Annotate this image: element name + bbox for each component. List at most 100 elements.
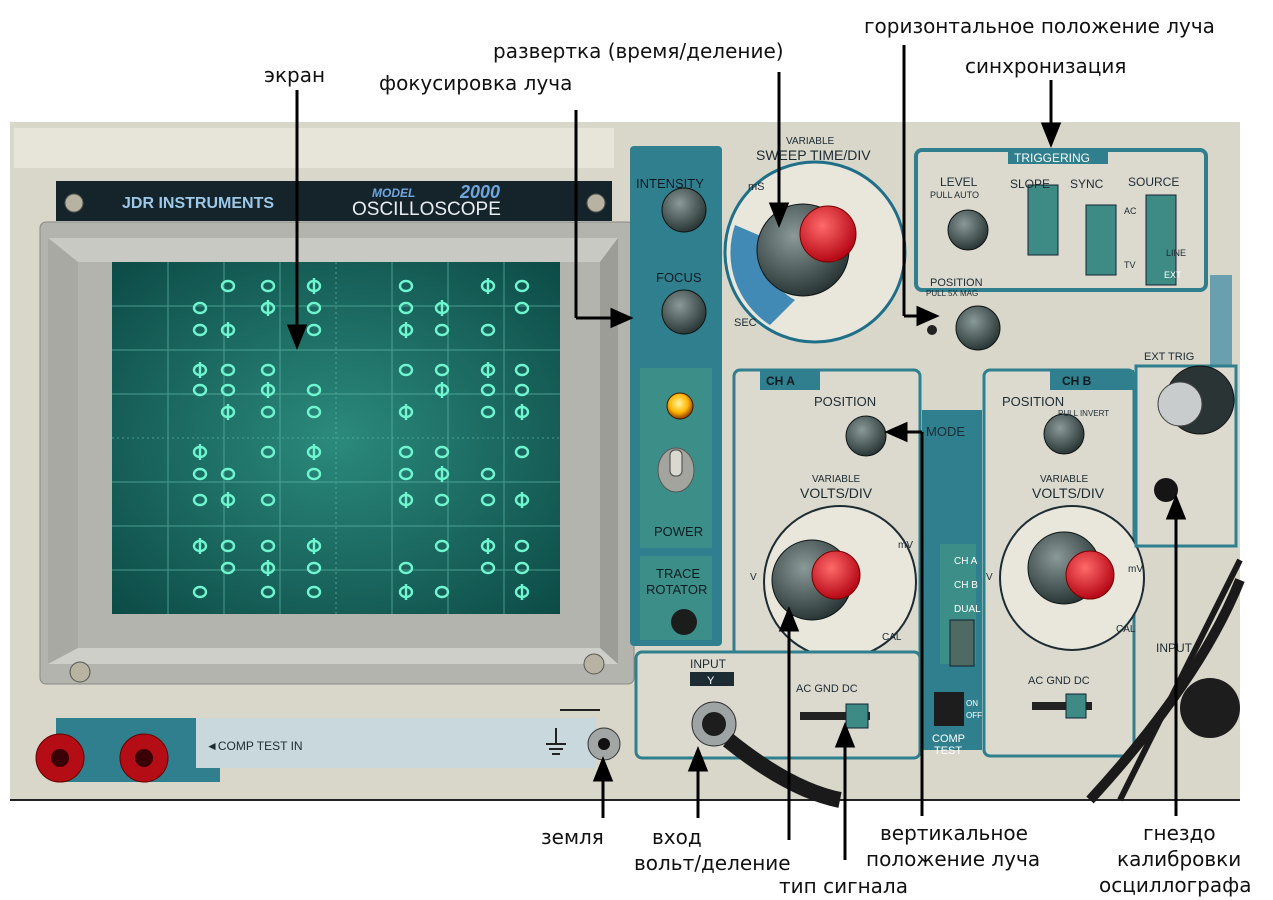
- sync-switch: [1085, 204, 1117, 276]
- power-led: [666, 392, 694, 420]
- trace-mark: [192, 467, 208, 481]
- trace-mark: [220, 467, 236, 481]
- trace-mark: [480, 323, 496, 337]
- trace-mark: [260, 363, 276, 377]
- trace-mark: [480, 493, 496, 507]
- annotation-focus: фокусировка луча: [379, 71, 573, 95]
- slope-switch: [1027, 184, 1059, 256]
- source-ext-label: EXT: [1164, 270, 1182, 280]
- trace-mark: [434, 363, 450, 377]
- trace-mark: [514, 383, 530, 397]
- trace-mark: [398, 561, 414, 575]
- ch-b-input-bnc: [1180, 678, 1240, 738]
- comp-test-in-label: ◄COMP TEST IN: [206, 739, 303, 753]
- trace-mark: [260, 493, 276, 507]
- trace-mark: [398, 301, 414, 315]
- trace-mark: [220, 279, 236, 293]
- comp-test-switch: [934, 692, 964, 726]
- ch-a-variable-label: VARIABLE: [812, 474, 860, 485]
- ch-a-volts-label: VOLTS/DIV: [800, 485, 873, 501]
- annotation-cal-l1: гнездо: [1143, 821, 1216, 845]
- sec-label: SEC: [734, 317, 757, 329]
- trace-mark: [398, 467, 414, 481]
- ch-b-mv-label: mV: [1128, 564, 1143, 575]
- trace-mark: [260, 585, 276, 599]
- annotation-sweep: развертка (время/деление): [493, 39, 784, 63]
- trace-mark: [434, 585, 450, 599]
- ch-a-position-label: POSITION: [814, 394, 876, 409]
- power-label: POWER: [654, 524, 703, 539]
- trace-mark: [434, 493, 450, 507]
- comp-on-label: ON: [966, 699, 978, 708]
- h-position-knob: [955, 305, 1001, 351]
- trace-mark: [398, 445, 414, 459]
- ch-b-coupling-label: AC GND DC: [1028, 675, 1090, 687]
- annotation-input-l1: вход: [652, 825, 702, 849]
- annotation-input-l2: вольт/деление: [634, 851, 791, 875]
- annotation-screen: экран: [264, 63, 326, 87]
- annotation-ground: земля: [541, 825, 604, 849]
- trace-mark: [220, 561, 236, 575]
- annotation-sync: синхронизация: [965, 54, 1127, 78]
- trace-mark: [514, 561, 530, 575]
- mode-cha-label: CH A: [954, 556, 978, 567]
- ch-a-coupling-label: AC GND DC: [796, 683, 858, 695]
- mode-label: MODE: [926, 424, 965, 439]
- trace-mark: [306, 323, 322, 337]
- focus-label: FOCUS: [656, 270, 702, 285]
- trace-mark: [192, 323, 208, 337]
- ch-b-v-label: V: [986, 572, 993, 583]
- h-position-label: POSITION: [930, 277, 983, 289]
- ch-b-label: CH B: [1062, 374, 1092, 388]
- annotation-cal-l3: осциллографа: [1099, 873, 1252, 897]
- annotation-cal-l2: калибровки: [1117, 847, 1242, 871]
- trace-mark: [480, 467, 496, 481]
- ch-a-v-label: V: [750, 572, 757, 583]
- focus-knob: [661, 289, 707, 335]
- input-label: INPUT: [690, 657, 727, 671]
- trace-mark: [398, 279, 414, 293]
- trace-mark: [434, 445, 450, 459]
- comp-test-label-1: COMP: [932, 733, 965, 745]
- trace-mark: [514, 363, 530, 377]
- sync-ac-label: AC: [1124, 206, 1137, 216]
- annotation-h-position: горизонтальное положение луча: [864, 14, 1215, 38]
- screen-traces: [192, 278, 530, 600]
- trace-mark: [480, 561, 496, 575]
- input-panel: [634, 650, 922, 760]
- mode-dual-label: DUAL: [954, 604, 981, 615]
- trace-rotator-label-1: TRACE: [656, 566, 700, 581]
- input-y-label: Y: [707, 675, 715, 687]
- level-label: LEVEL: [940, 175, 978, 189]
- intensity-knob: [661, 187, 707, 233]
- ch-b-cal-label: CAL: [1116, 624, 1136, 635]
- trace-mark: [434, 539, 450, 553]
- ch-a-volts-knob: [811, 550, 861, 600]
- brand-plate: [56, 181, 612, 221]
- triggering-label: TRIGGERING: [1014, 151, 1090, 165]
- ch-b-variable-label: VARIABLE: [1040, 474, 1088, 485]
- trace-mark: [306, 585, 322, 599]
- mode-chb-label: CH B: [954, 580, 978, 591]
- cal-jack: [1154, 478, 1178, 502]
- trace-mark: [192, 493, 208, 507]
- ch-b-position-label: POSITION: [1002, 394, 1064, 409]
- trace-mark: [306, 561, 322, 575]
- trace-mark: [514, 539, 530, 553]
- trace-rotator-screw: [671, 609, 697, 635]
- trace-mark: [514, 301, 530, 315]
- trace-mark: [480, 405, 496, 419]
- trace-mark: [220, 539, 236, 553]
- annotation-v-position-l2: положение луча: [866, 847, 1041, 871]
- trace-mark: [480, 383, 496, 397]
- source-switch: [1145, 194, 1177, 286]
- slope-label: SLOPE: [1010, 177, 1050, 191]
- trace-mark: [192, 301, 208, 315]
- ch-a-mv-label: mV: [898, 540, 913, 551]
- pull-auto-label: PULL AUTO: [930, 190, 979, 200]
- ch-b-position-knob: [1043, 413, 1085, 455]
- ch-b-volts-knob: [1065, 550, 1115, 600]
- brand-text: JDR INSTRUMENTS: [122, 195, 274, 212]
- screen-grid: [112, 262, 560, 614]
- trace-mark: [306, 467, 322, 481]
